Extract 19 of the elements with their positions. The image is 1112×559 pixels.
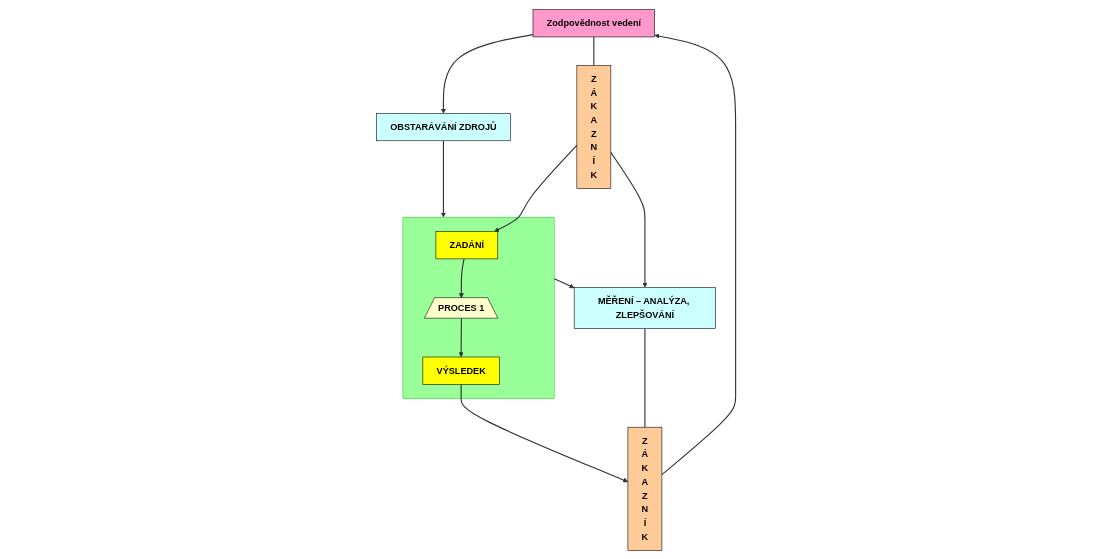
arrow bbox=[458, 257, 465, 298]
node-box: OBSTARÁVÁNÍ ZDROJŮ bbox=[376, 112, 511, 141]
arrow bbox=[610, 151, 648, 288]
node-box: MĚŘENÍ – ANALÝZA, ZLEPŠOVÁNÍ bbox=[573, 286, 716, 329]
connector bbox=[593, 35, 595, 66]
arrow bbox=[460, 383, 629, 482]
node-box: VÝSLEDEK bbox=[422, 356, 500, 385]
arrow bbox=[440, 139, 446, 217]
node-box: ZÁKAZNÍK bbox=[576, 64, 612, 189]
arrow bbox=[654, 33, 737, 475]
node-box: Zodpovědnost vedení bbox=[532, 8, 655, 37]
cluster bbox=[402, 216, 555, 399]
node-box: ZÁKAZNÍK bbox=[627, 426, 663, 551]
arrow bbox=[553, 277, 575, 288]
connector bbox=[644, 327, 646, 428]
arrow bbox=[494, 144, 578, 232]
arrow bbox=[440, 33, 534, 114]
arrow bbox=[458, 317, 464, 357]
node-box: ZADÁNÍ bbox=[435, 230, 498, 259]
